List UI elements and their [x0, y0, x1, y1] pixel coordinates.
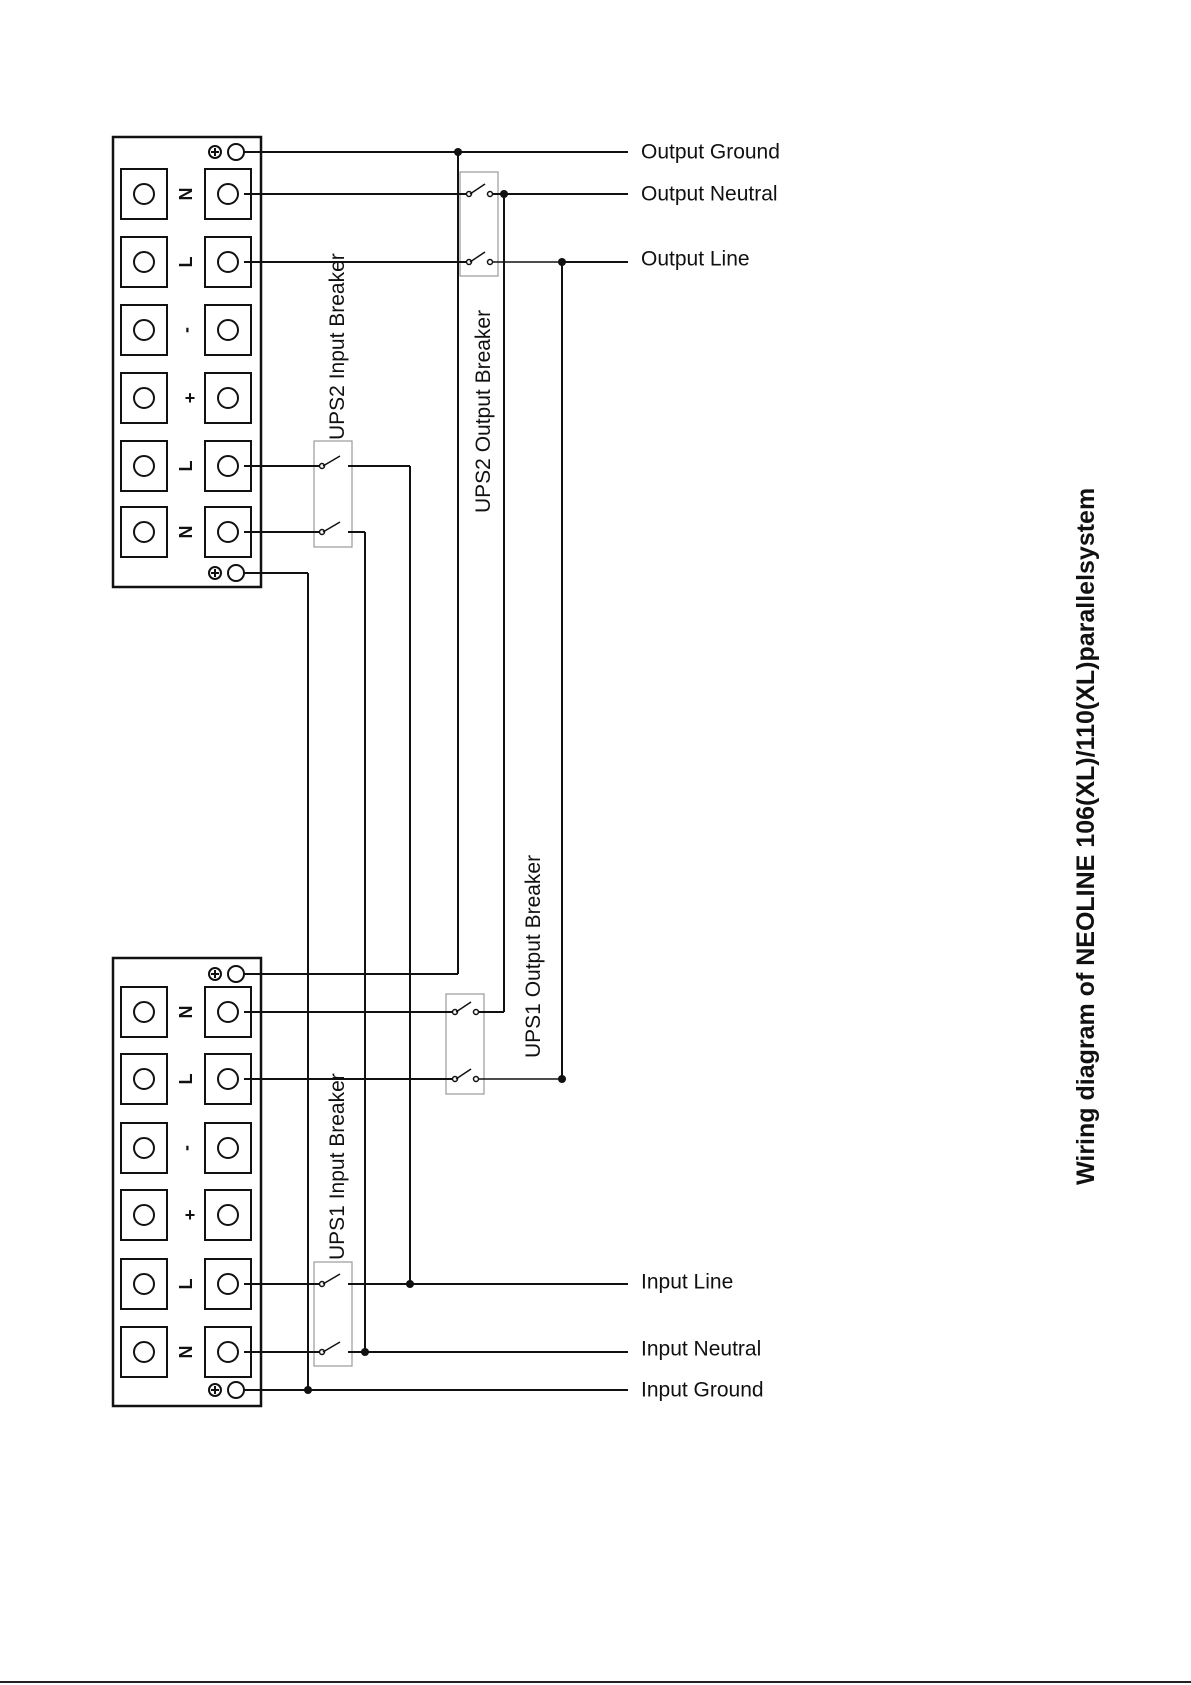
ups2-bottom-ground-icon	[209, 567, 221, 579]
switch-icon	[244, 252, 562, 265]
label-ups1-input-breaker: UPS1 Input Breaker	[326, 1073, 349, 1260]
junction-dot	[558, 258, 566, 266]
ups2-top-ground-icon	[209, 146, 221, 158]
ups2-mark-plus: +	[185, 388, 196, 408]
ups2-block-outline	[113, 137, 261, 587]
ups1-block-outline	[113, 958, 261, 1406]
ups1-mark-plus: +	[185, 1205, 196, 1225]
junction-dot	[500, 190, 508, 198]
switch-icon	[244, 1274, 628, 1287]
label-ups2-output-breaker: UPS2 Output Breaker	[472, 310, 495, 513]
switch-icon	[244, 1002, 504, 1015]
ups1-mark-l-top: L	[176, 1074, 196, 1085]
junction-dot	[361, 1348, 369, 1356]
switch-icon	[244, 184, 504, 197]
label-ups2-input-breaker: UPS2 Input Breaker	[326, 253, 349, 440]
switch-icon	[244, 1342, 628, 1355]
label-output-line: Output Line	[641, 248, 750, 271]
ups1-bottom-ground-terminal	[228, 1382, 244, 1398]
switch-icon	[244, 456, 410, 469]
diagram-title: Wiring diagram of NEOLINE 106(XL)/110(XL…	[1072, 488, 1100, 1185]
ups2-mark-l-bottom: L	[176, 461, 196, 472]
label-input-ground: Input Ground	[641, 1379, 764, 1402]
label-input-line: Input Line	[641, 1271, 733, 1294]
wiring	[244, 148, 628, 1394]
ups1-terminal-block: N L - + L N	[113, 958, 261, 1406]
switch-icon	[244, 1069, 562, 1082]
ups1-mark-l-bottom: L	[176, 1279, 196, 1290]
ups2-top-ground-terminal	[228, 144, 244, 160]
label-output-neutral: Output Neutral	[641, 183, 778, 206]
junction-dot	[304, 1386, 312, 1394]
junction-dot	[406, 1280, 414, 1288]
ups1-mark-n-top: N	[176, 1006, 196, 1019]
ups1-top-ground-icon	[209, 968, 221, 980]
ups2-mark-n-top: N	[176, 188, 196, 201]
switch-icon-group	[244, 184, 628, 1355]
label-output-ground: Output Ground	[641, 141, 780, 164]
label-ups1-output-breaker: UPS1 Output Breaker	[522, 855, 545, 1058]
ups2-mark-n-bottom: N	[176, 526, 196, 539]
ups1-mark-n-bottom: N	[176, 1346, 196, 1359]
ups2-terminal-block: N L - + L N	[113, 137, 261, 587]
junction-dot	[558, 1075, 566, 1083]
ups1-top-ground-terminal	[228, 966, 244, 982]
junction-dot	[454, 148, 462, 156]
ups2-bottom-ground-terminal	[228, 565, 244, 581]
ups2-mark-l-top: L	[176, 257, 196, 268]
ups1-mark-minus: -	[176, 1145, 196, 1151]
ups1-bottom-ground-icon	[209, 1384, 221, 1396]
label-input-neutral: Input Neutral	[641, 1338, 761, 1361]
ups2-mark-minus: -	[176, 327, 196, 333]
